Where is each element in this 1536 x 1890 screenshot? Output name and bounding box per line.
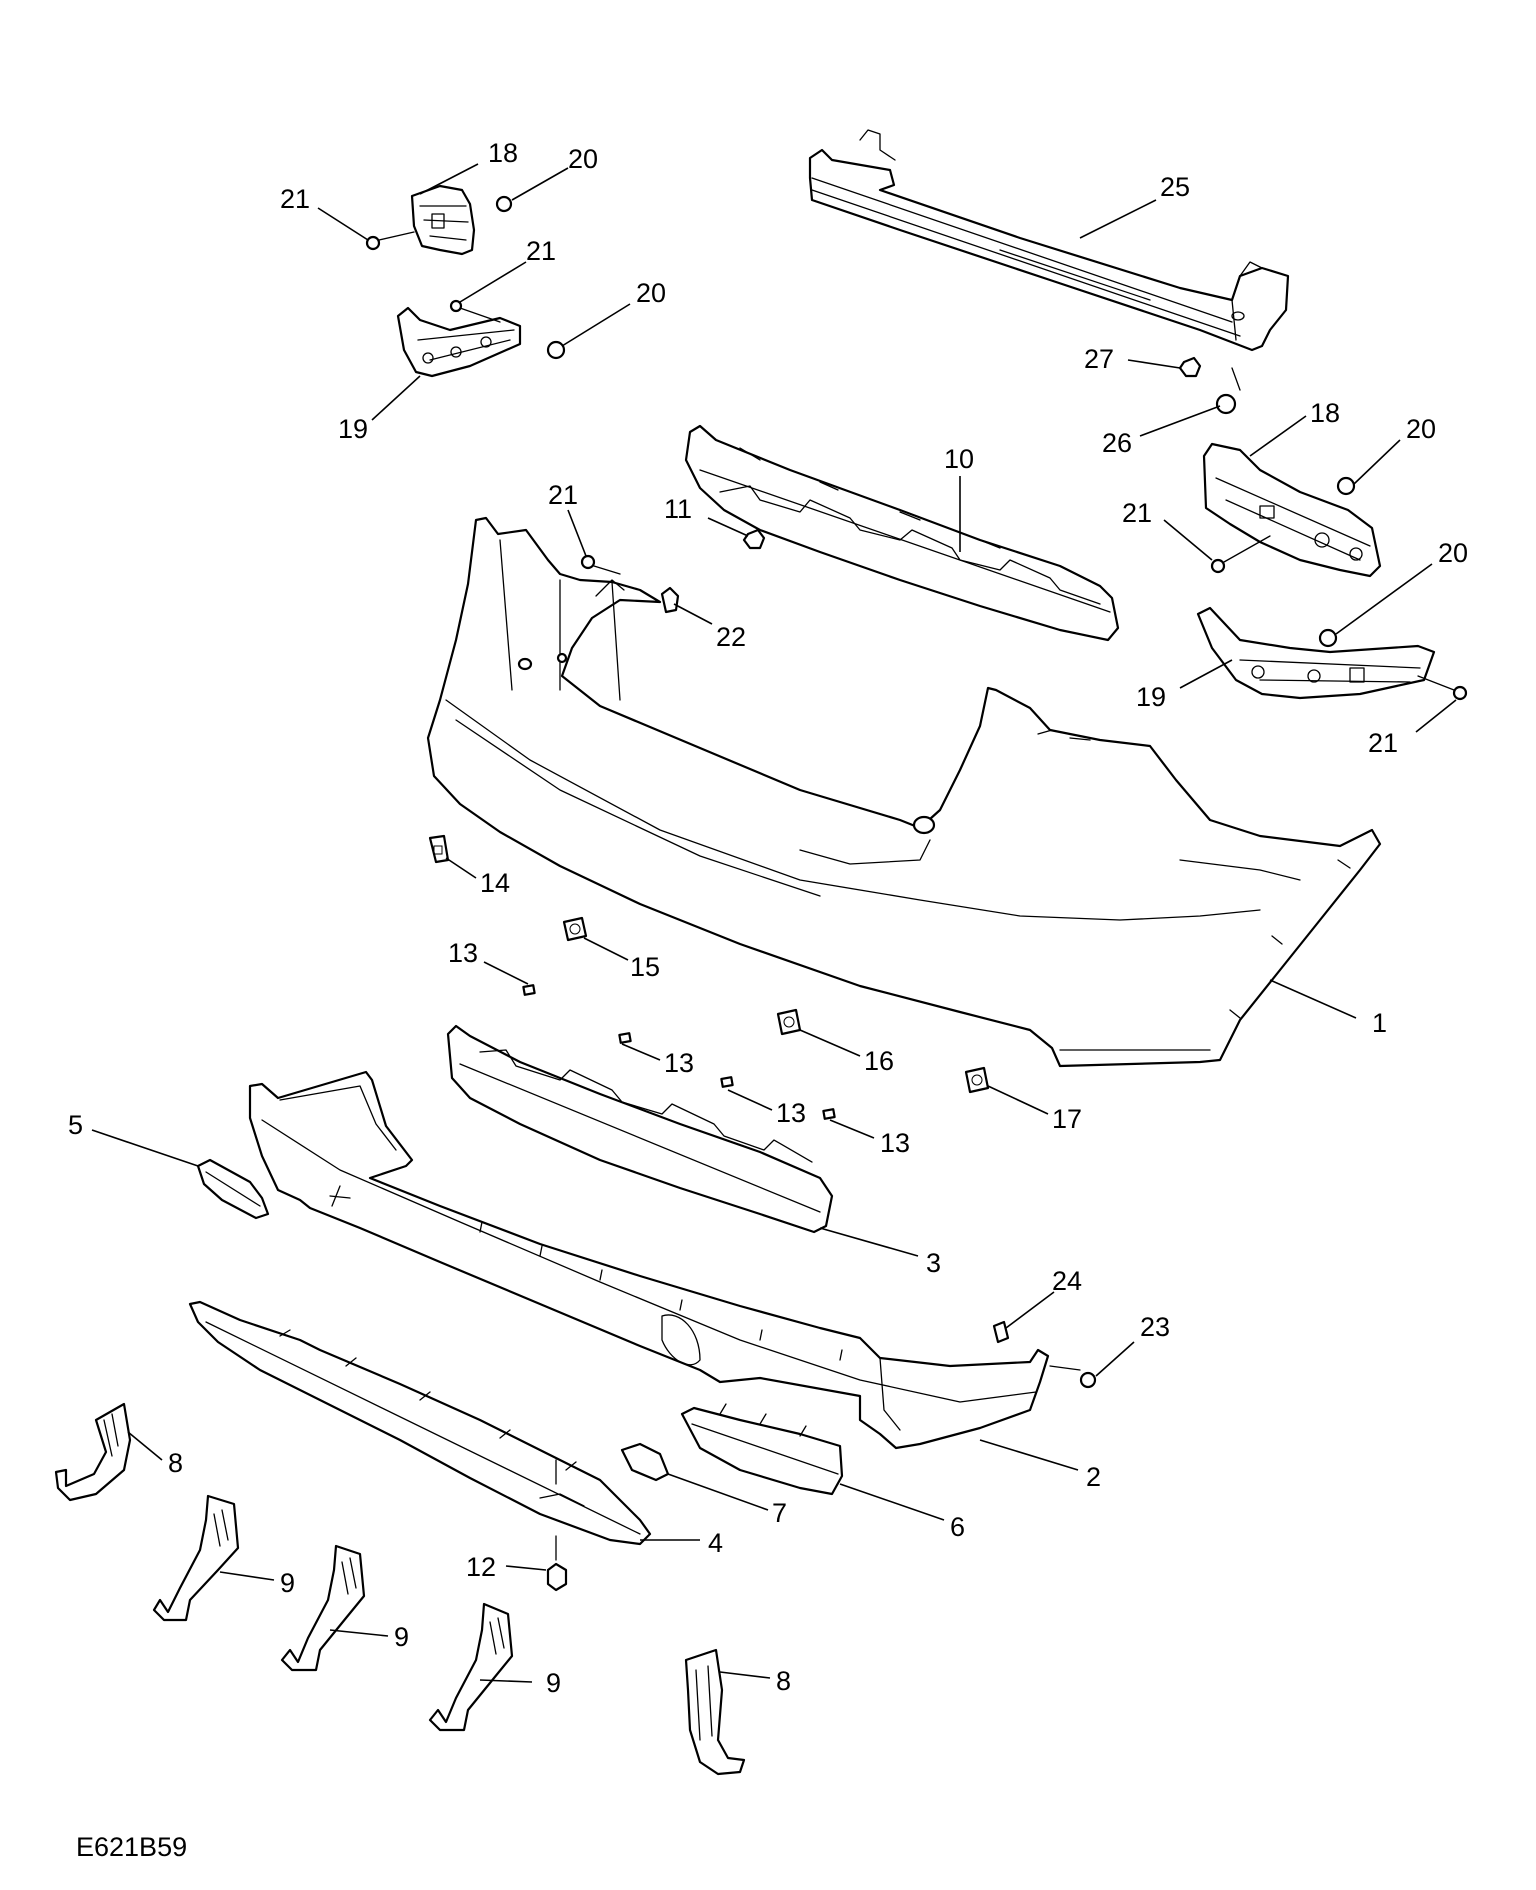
- beam-bolt-26: [1215, 367, 1241, 415]
- callout-24: 24: [1052, 1266, 1082, 1296]
- beam-nut-27: [1178, 356, 1202, 378]
- right-upper-bracket: [1202, 442, 1382, 578]
- clip-17: [964, 1066, 990, 1094]
- callout-21c: 21: [1122, 498, 1152, 528]
- right-lower-nut-20d: [1318, 628, 1338, 648]
- lower-valance: [248, 1070, 1050, 1450]
- bracket-8b: [684, 1648, 746, 1776]
- left-upper-bracket: [410, 184, 476, 256]
- left-bracket-nut-20a: [495, 195, 513, 213]
- callout-9a: 9: [280, 1568, 295, 1598]
- clip-16: [776, 1008, 802, 1036]
- callout-8a: 8: [168, 1448, 183, 1478]
- callout-19b: 19: [1136, 682, 1166, 712]
- lower-energy-absorber: [446, 1024, 834, 1234]
- callout-9b: 9: [394, 1622, 409, 1652]
- right-upper-screw-21c: [1210, 535, 1271, 574]
- callout-4: 4: [708, 1528, 723, 1558]
- callout-13b: 13: [664, 1048, 694, 1078]
- callout-21d: 21: [1368, 728, 1398, 758]
- screw-23: [1049, 1365, 1097, 1389]
- callout-11: 11: [664, 494, 692, 524]
- callout-20b: 20: [636, 278, 666, 308]
- callout-21e: 21: [548, 480, 578, 510]
- left-lower-nut-20b: [546, 340, 566, 360]
- bracket-9b: [280, 1544, 366, 1672]
- callout-17: 17: [1052, 1104, 1082, 1134]
- callout-5: 5: [68, 1110, 83, 1140]
- bracket-9c: [428, 1602, 514, 1732]
- cover-screw-21e: [580, 554, 621, 575]
- absorber-bolt-11: [742, 528, 766, 550]
- left-trim-5: [196, 1158, 270, 1220]
- bolt-12: [546, 1459, 568, 1592]
- left-lower-screw-21b: [449, 299, 501, 323]
- bumper-cover: [426, 516, 1382, 1068]
- callout-labels: 1 2 3 4 5 6 7 8 8 9 9 9 10 11 12 13 13 1…: [68, 138, 1468, 1698]
- impact-beam: [808, 129, 1290, 352]
- callout-2: 2: [1086, 1462, 1101, 1492]
- callout-15: 15: [630, 952, 660, 982]
- callout-12: 12: [466, 1552, 496, 1582]
- callout-22: 22: [716, 622, 746, 652]
- callout-6: 6: [950, 1512, 965, 1542]
- left-lower-bracket: [396, 306, 522, 378]
- left-bracket-screw-21a: [365, 231, 415, 251]
- clip-15: [562, 916, 588, 942]
- callout-20c: 20: [1406, 414, 1436, 444]
- lower-skirt-4: [188, 1300, 652, 1546]
- callout-7: 7: [772, 1498, 787, 1528]
- callout-21a: 21: [280, 184, 310, 214]
- callout-25: 25: [1160, 172, 1190, 202]
- right-lower-screw-21d: [1417, 675, 1468, 701]
- callout-20d: 20: [1438, 538, 1468, 568]
- callout-8b: 8: [776, 1666, 791, 1696]
- right-trim-6: [680, 1403, 844, 1496]
- right-upper-nut-20c: [1336, 476, 1356, 496]
- callout-21b: 21: [526, 236, 556, 266]
- clip-13b: [618, 1032, 632, 1044]
- leader-lines: [91, 163, 1457, 1683]
- clip-13c: [720, 1076, 734, 1088]
- callout-23: 23: [1140, 1312, 1170, 1342]
- callout-10: 10: [944, 444, 974, 474]
- callout-14: 14: [480, 868, 510, 898]
- callout-16: 16: [864, 1046, 894, 1076]
- callout-3: 3: [926, 1248, 941, 1278]
- clip-14: [428, 834, 450, 864]
- callout-27: 27: [1084, 344, 1114, 374]
- callout-26: 26: [1102, 428, 1132, 458]
- tow-cover-7: [620, 1442, 670, 1482]
- callout-13c: 13: [776, 1098, 806, 1128]
- callout-19a: 19: [338, 414, 368, 444]
- bracket-8a: [54, 1402, 132, 1502]
- callout-20a: 20: [568, 144, 598, 174]
- callout-9c: 9: [546, 1668, 561, 1698]
- callout-13d: 13: [880, 1128, 910, 1158]
- diagram-reference-code: E621B59: [76, 1832, 187, 1862]
- callout-1: 1: [1372, 1008, 1387, 1038]
- clip-22: [660, 586, 680, 614]
- callout-18a: 18: [488, 138, 518, 168]
- clip-13a: [522, 984, 536, 996]
- callout-13a: 13: [448, 938, 478, 968]
- clip-24: [992, 1320, 1010, 1344]
- bracket-9a: [152, 1494, 240, 1622]
- upper-energy-absorber: [684, 424, 1120, 642]
- callout-18b: 18: [1310, 398, 1340, 428]
- right-lower-bracket: [1196, 606, 1436, 700]
- clip-13d: [822, 1108, 836, 1120]
